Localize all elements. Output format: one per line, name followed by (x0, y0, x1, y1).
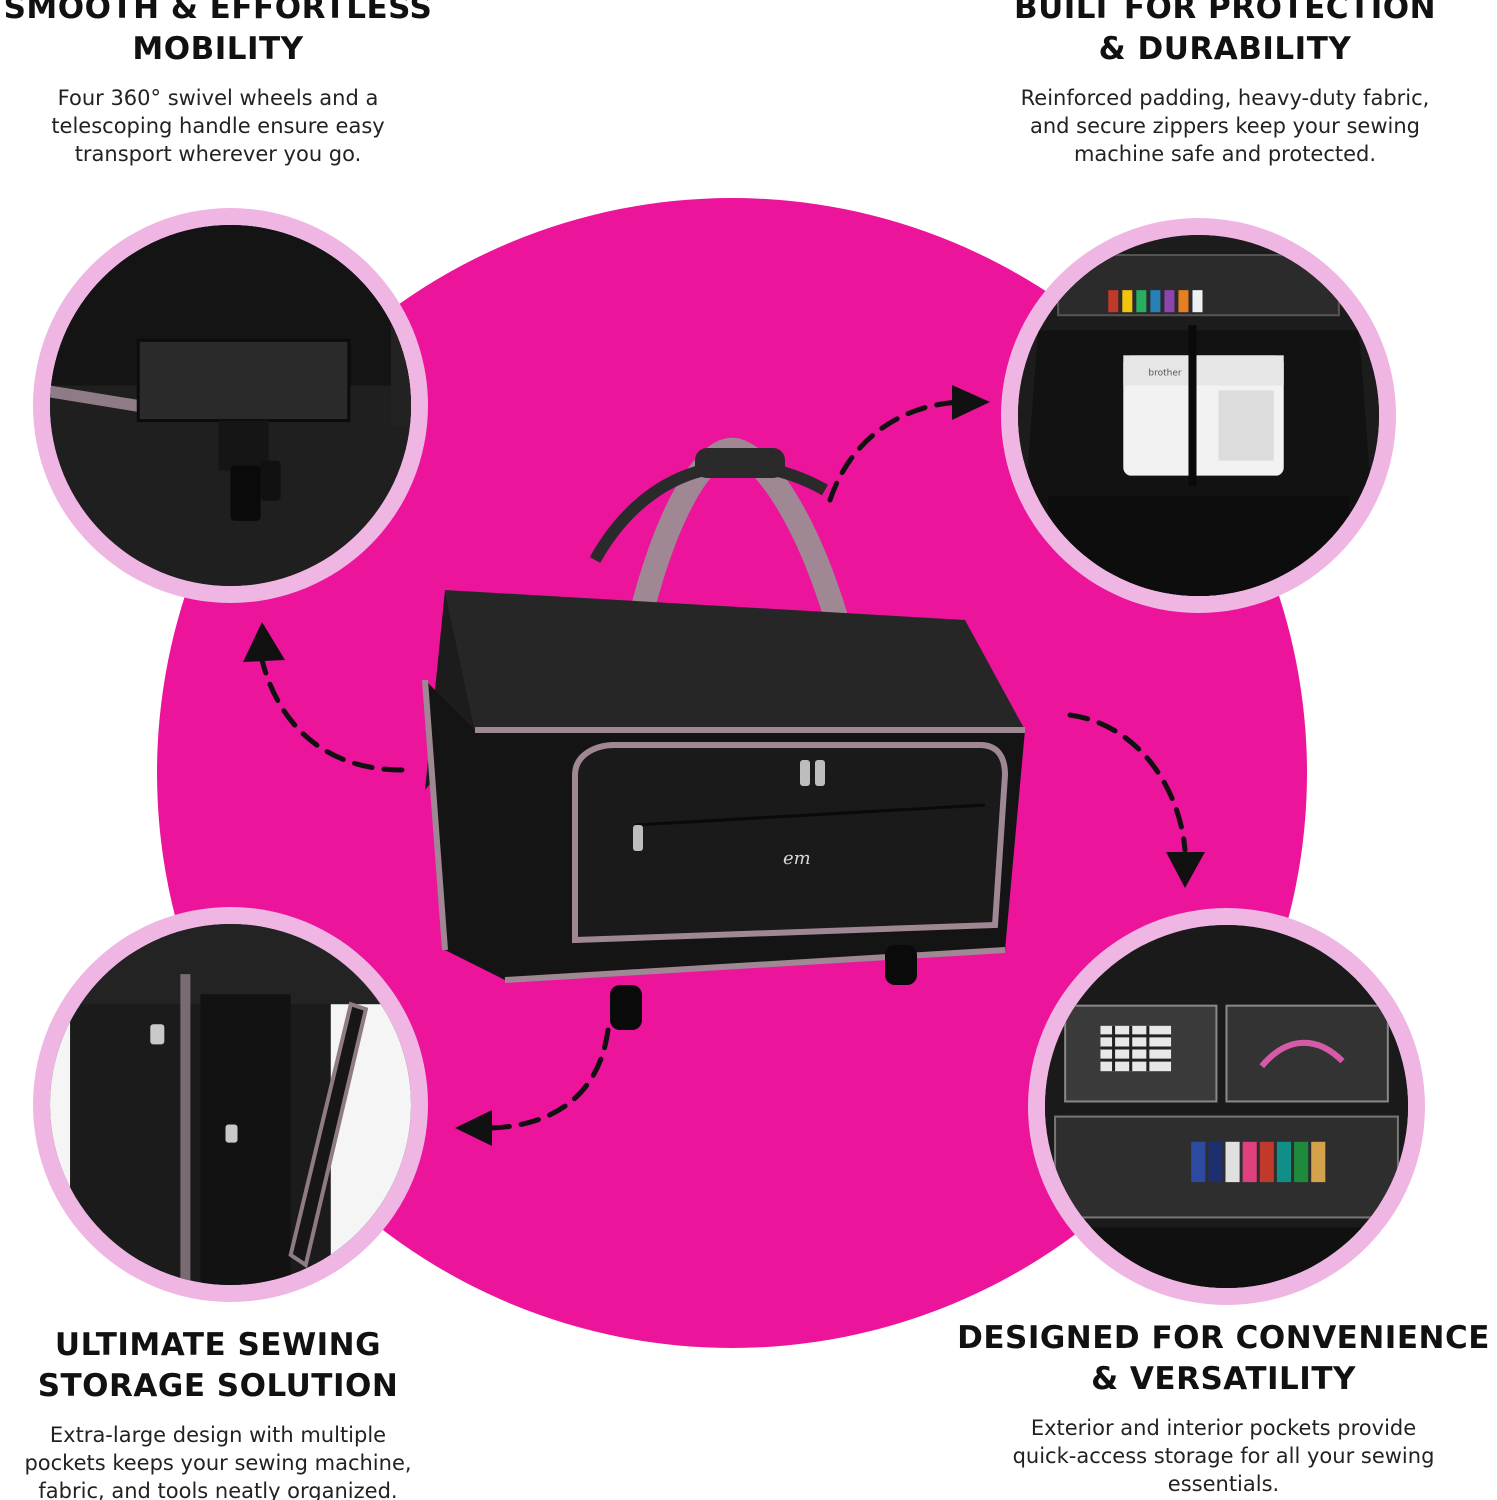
detail-circle-side-pocket (33, 907, 428, 1302)
arrow-to-protection (827, 399, 963, 503)
feature-protection-desc-line3: machine safe and protected. (1073, 142, 1377, 166)
feature-storage-title-line1: ULTIMATE SEWING (54, 1327, 382, 1363)
feature-convenience-desc-line3: essentials. (1167, 1472, 1280, 1496)
detail-circle-organizer (1028, 908, 1425, 1305)
arrowhead-storage (455, 1110, 492, 1146)
arrow-to-storage (489, 1027, 611, 1131)
feature-storage-title-line2: STORAGE SOLUTION (37, 1368, 399, 1404)
interior-closeup-photo: brother (1018, 235, 1379, 596)
feature-mobility-title-line2: MOBILITY (132, 31, 304, 67)
feature-protection-desc-line2: and secure zippers keep your sewing (1029, 114, 1421, 138)
bag-lid (445, 590, 1025, 730)
feature-convenience-description: Exterior and interior pockets provide qu… (950, 1414, 1497, 1498)
arrowhead-protection (952, 385, 990, 420)
bag-logo: em (783, 848, 811, 869)
feature-storage-title: ULTIMATE SEWING STORAGE SOLUTION (0, 1325, 436, 1407)
feature-mobility-title-line1: SMOOTH & EFFORTLESS (3, 0, 433, 26)
feature-convenience-title-line1: DESIGNED FOR CONVENIENCE (957, 1320, 1490, 1356)
feature-convenience: DESIGNED FOR CONVENIENCE & VERSATILITY E… (950, 1318, 1497, 1498)
machine-brand-label: brother (1148, 368, 1182, 378)
arrow-to-mobility (259, 657, 405, 773)
wheel-closeup-photo (50, 225, 411, 586)
feature-mobility-desc-line3: transport wherever you go. (74, 142, 362, 166)
detail-circle-wheel (33, 208, 428, 603)
feature-mobility: SMOOTH & EFFORTLESS MOBILITY Four 360° s… (0, 0, 436, 168)
feature-protection-title: BUILT FOR PROTECTION & DURABILITY (990, 0, 1460, 70)
feature-mobility-title: SMOOTH & EFFORTLESS MOBILITY (0, 0, 436, 70)
feature-storage-description: Extra-large design with multiple pockets… (0, 1421, 436, 1500)
feature-convenience-desc-line2: quick-access storage for all your sewing (1012, 1444, 1435, 1468)
feature-storage-desc-line1: Extra-large design with multiple (49, 1423, 387, 1447)
feature-protection-description: Reinforced padding, heavy-duty fabric, a… (990, 84, 1460, 168)
feature-storage-desc-line2: pockets keeps your sewing machine, (24, 1451, 412, 1475)
feature-protection-desc-line1: Reinforced padding, heavy-duty fabric, (1020, 86, 1430, 110)
feature-mobility-description: Four 360° swivel wheels and a telescopin… (0, 84, 436, 168)
arrowhead-convenience (1166, 852, 1205, 888)
arrowhead-mobility (243, 622, 285, 662)
organizer-closeup-photo (1045, 925, 1408, 1288)
bag-wheels (610, 945, 917, 1030)
feature-convenience-title: DESIGNED FOR CONVENIENCE & VERSATILITY (950, 1318, 1497, 1400)
rolling-sewing-machine-bag (405, 430, 1045, 1040)
bag-front-pocket (572, 742, 1009, 944)
feature-mobility-desc-line1: Four 360° swivel wheels and a (57, 86, 379, 110)
feature-protection-title-line1: BUILT FOR PROTECTION (1013, 0, 1437, 26)
feature-protection-title-line2: & DURABILITY (1098, 31, 1352, 67)
side-pocket-closeup-photo (50, 924, 411, 1285)
feature-protection: BUILT FOR PROTECTION & DURABILITY Reinfo… (990, 0, 1460, 168)
detail-circle-interior: brother (1001, 218, 1396, 613)
feature-convenience-desc-line1: Exterior and interior pockets provide (1030, 1416, 1417, 1440)
feature-storage: ULTIMATE SEWING STORAGE SOLUTION Extra-l… (0, 1325, 436, 1500)
feature-storage-desc-line3: fabric, and tools neatly organized. (38, 1479, 398, 1500)
arrow-to-convenience (1067, 712, 1188, 853)
feature-mobility-desc-line2: telescoping handle ensure easy (51, 114, 385, 138)
feature-convenience-title-line2: & VERSATILITY (1091, 1361, 1356, 1397)
